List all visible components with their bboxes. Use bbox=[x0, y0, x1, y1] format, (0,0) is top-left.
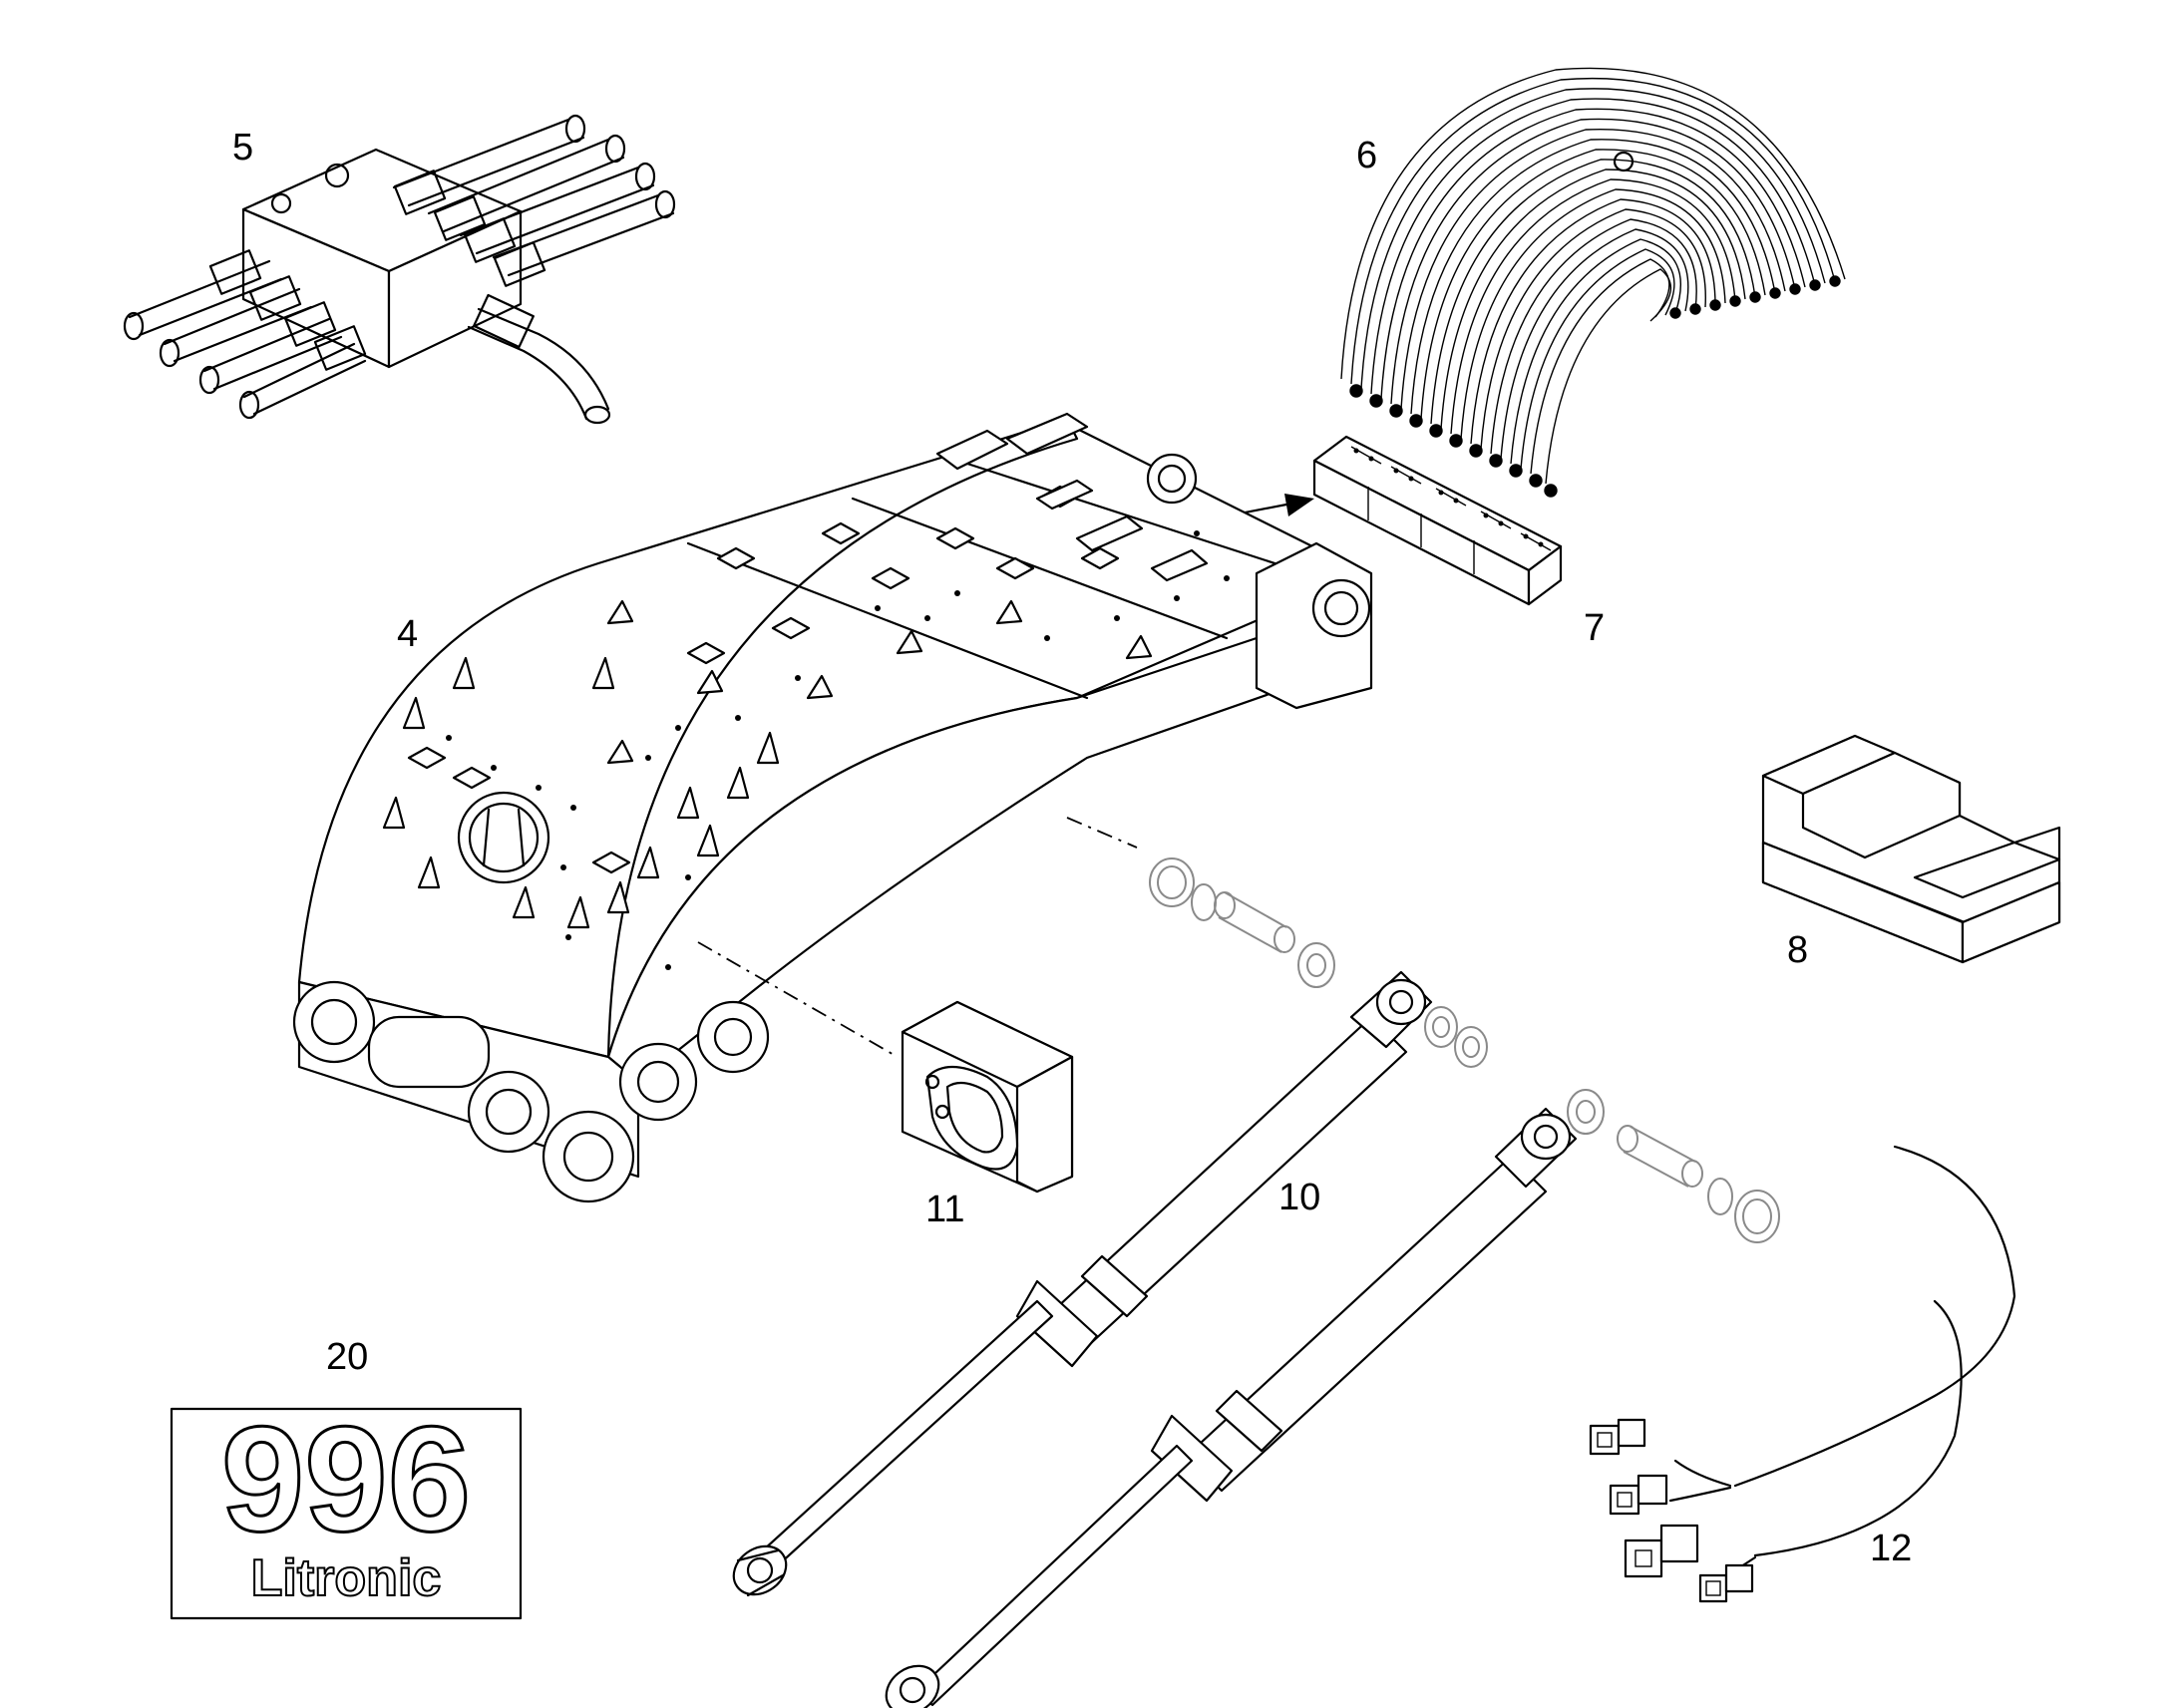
callout-8: 8 bbox=[1787, 929, 1808, 971]
cushion-pad[interactable] bbox=[901, 1000, 1074, 1194]
pin-and-bushing-set[interactable] bbox=[1149, 857, 1780, 1243]
sensor-cable[interactable] bbox=[1589, 1145, 2016, 1603]
callout-5: 5 bbox=[232, 127, 253, 169]
callout-11: 11 bbox=[925, 1189, 964, 1230]
callout-labels: 5 6 4 7 8 10 11 12 20 bbox=[232, 127, 1912, 1569]
axis-line-pin bbox=[1066, 817, 1138, 849]
callout-6: 6 bbox=[1356, 135, 1377, 176]
model-decal[interactable]: 996 Litronic bbox=[170, 1394, 523, 1620]
valve-block-with-hoses[interactable] bbox=[123, 114, 676, 425]
callout-12: 12 bbox=[1870, 1528, 1912, 1569]
terminal-strip[interactable] bbox=[1312, 435, 1563, 606]
axis-line-cushion bbox=[697, 941, 899, 1058]
rubber-block[interactable] bbox=[1761, 734, 2061, 964]
boom[interactable] bbox=[292, 412, 1373, 1203]
callout-20: 20 bbox=[326, 1336, 368, 1378]
decal-model-number: 996 bbox=[221, 1395, 471, 1562]
callout-4: 4 bbox=[397, 613, 418, 655]
callout-7: 7 bbox=[1584, 607, 1605, 649]
hydraulic-cylinders[interactable] bbox=[724, 970, 1578, 1708]
cable-harness-bundle[interactable] bbox=[1340, 67, 1846, 498]
callout-10: 10 bbox=[1278, 1177, 1320, 1218]
decal-brand-text: Litronic bbox=[251, 1549, 442, 1607]
